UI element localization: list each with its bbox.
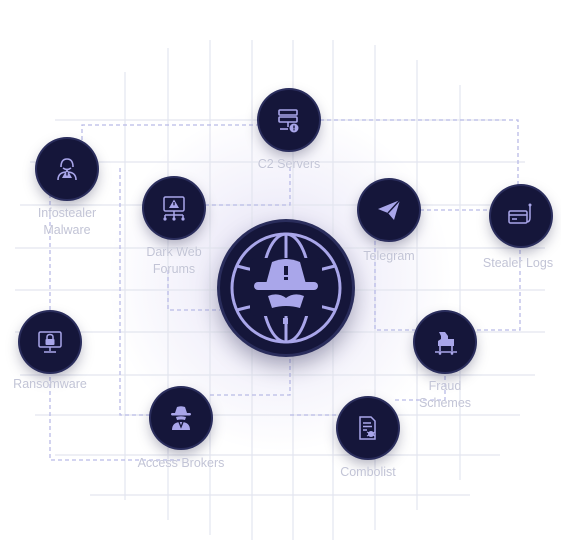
label-infostealer-malware: Infostealer Malware xyxy=(18,205,116,239)
node-fraud-schemes xyxy=(415,312,475,372)
locked-monitor-icon xyxy=(38,331,62,353)
node-stealer-logs xyxy=(491,186,551,246)
label-line-1: Fraud xyxy=(428,379,462,393)
node-infostealer-malware xyxy=(37,139,97,199)
credit-card-hook-icon xyxy=(508,203,532,224)
label-access-brokers: Access Brokers xyxy=(137,456,225,470)
hacker-warning-icon xyxy=(57,158,77,181)
label-line-1: Infostealer xyxy=(37,206,97,220)
node-telegram xyxy=(359,180,419,240)
globe-hacker-icon xyxy=(230,232,342,344)
label-dark-web-forums: Dark Web Forums xyxy=(130,244,218,278)
label-telegram: Telegram xyxy=(363,249,415,263)
label-ransomware: Ransomware xyxy=(13,377,87,391)
label-line-1: Dark Web xyxy=(146,245,202,259)
network-warning-icon xyxy=(163,196,185,221)
label-line-2: Schemes xyxy=(418,396,472,410)
trojan-horse-icon xyxy=(435,332,457,355)
document-bug-icon xyxy=(359,416,376,440)
node-c2-servers xyxy=(259,90,319,150)
hub-node xyxy=(220,222,352,354)
paper-plane-icon xyxy=(378,199,401,220)
spy-icon xyxy=(171,406,191,430)
label-combolist: Combolist xyxy=(340,465,396,479)
server-icon xyxy=(278,109,299,133)
label-stealer-logs: Stealer Logs xyxy=(482,256,554,270)
node-ransomware xyxy=(20,312,80,372)
label-c2-servers: C2 Servers xyxy=(257,157,321,171)
label-line-2: Malware xyxy=(43,223,91,237)
node-dark-web-forums xyxy=(144,178,204,238)
node-combolist xyxy=(338,398,398,458)
label-line-2: Forums xyxy=(152,262,196,276)
node-access-brokers xyxy=(151,388,211,448)
label-fraud-schemes: Fraud Schemes xyxy=(404,378,486,412)
